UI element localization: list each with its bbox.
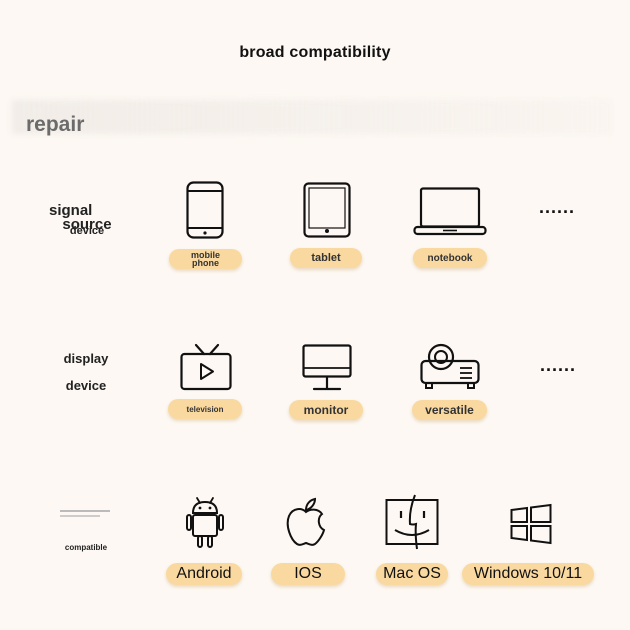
pill-text: notebook bbox=[427, 252, 473, 264]
row-label-line: device bbox=[65, 378, 107, 393]
pill-text: monitor bbox=[303, 403, 349, 417]
blurred-banner bbox=[12, 100, 612, 134]
tv-icon bbox=[180, 343, 232, 391]
row-label-line: signal bbox=[49, 202, 93, 219]
row-label-line: display bbox=[63, 351, 109, 366]
windows-icon bbox=[510, 503, 552, 545]
label-versatile: versatile bbox=[412, 400, 487, 420]
pill-text: phone bbox=[191, 258, 219, 268]
mobile-phone-icon bbox=[186, 181, 224, 239]
label-windows: Windows 10/11 bbox=[462, 563, 594, 585]
row-label-display-device: display device bbox=[46, 352, 126, 392]
android-icon bbox=[186, 497, 224, 548]
label-monitor: monitor bbox=[289, 400, 363, 420]
apple-icon bbox=[286, 497, 326, 546]
page-title: broad compatibility bbox=[239, 44, 391, 61]
pill-text: Windows 10/11 bbox=[473, 565, 583, 582]
label-tablet: tablet bbox=[290, 248, 362, 268]
label-mobile-phone: mobile phone bbox=[169, 249, 242, 269]
label-ios: IOS bbox=[271, 563, 345, 585]
projector-icon bbox=[420, 343, 480, 389]
label-notebook: notebook bbox=[413, 248, 487, 268]
pill-text: mobile bbox=[190, 250, 220, 260]
row-label-compatible: compatible bbox=[64, 543, 108, 552]
monitor-icon bbox=[302, 344, 352, 391]
row-label-line: device bbox=[69, 225, 105, 237]
pill-text: tablet bbox=[311, 252, 341, 264]
pill-text: Android bbox=[176, 565, 232, 582]
label-mac-os: Mac OS bbox=[376, 563, 448, 585]
label-android: Android bbox=[166, 563, 242, 585]
pill-text: IOS bbox=[294, 565, 322, 582]
laptop-icon bbox=[413, 187, 487, 236]
row-label-signal-source: signal source device bbox=[40, 203, 120, 237]
pill-text: versatile bbox=[425, 403, 474, 417]
more-indicator: ...... bbox=[540, 355, 577, 375]
label-television: television bbox=[168, 399, 242, 419]
section-label: repair bbox=[26, 113, 85, 136]
tablet-icon bbox=[303, 182, 351, 238]
pill-text: Mac OS bbox=[383, 565, 441, 582]
row-label-line: source bbox=[62, 216, 112, 233]
faded-caption bbox=[60, 510, 110, 517]
finder-icon bbox=[385, 494, 439, 550]
pill-text: television bbox=[186, 404, 224, 414]
more-indicator: ...... bbox=[539, 197, 576, 217]
